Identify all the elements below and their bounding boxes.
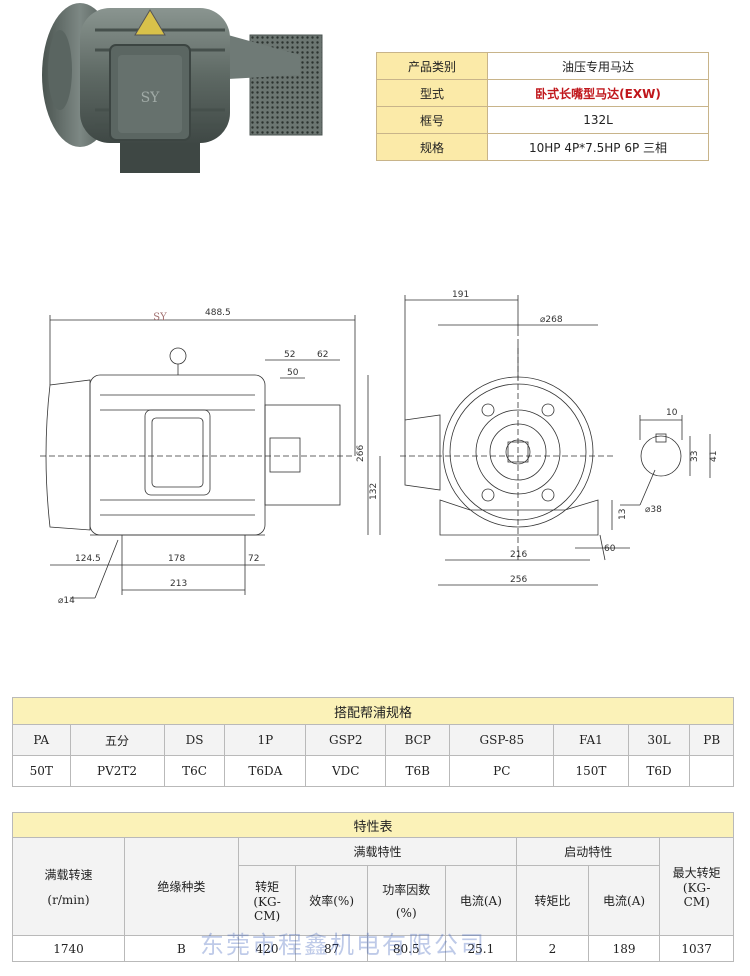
torque-label: 转矩	[255, 880, 280, 894]
spec-label: 型式	[376, 79, 488, 107]
spec-row: 产品类别 油压专用马达	[376, 52, 709, 80]
power-factor-header: 功率因数 (%)	[366, 865, 446, 936]
dim-label: 52	[284, 350, 295, 360]
pump-value: PV2T2	[69, 755, 165, 787]
dim-label: 178	[168, 554, 185, 564]
dim-label: 488.5	[205, 308, 231, 318]
max-torque-label: 最大转矩	[672, 866, 721, 880]
speed-unit: (r/min)	[47, 893, 90, 907]
char-value-row: 1740 B 420 87 80.5 25.1 2 189 1037	[12, 935, 734, 962]
drawing-badge: SY	[153, 312, 167, 323]
char-value: B	[123, 935, 239, 962]
char-value: 80.5	[366, 935, 446, 962]
dim-label: 33	[690, 451, 700, 462]
char-value: 2	[516, 935, 589, 962]
dim-label: 41	[709, 451, 719, 462]
speed-label: 满载转速	[44, 868, 93, 882]
spec-label: 框号	[376, 106, 488, 134]
spec-value: 卧式长嘴型马达(EXW)	[487, 79, 709, 107]
dim-label: ⌀268	[540, 315, 563, 325]
dim-label: 266	[356, 445, 366, 462]
dim-label: 72	[248, 554, 259, 564]
dimension-drawing: SY 488.5 52 62 50 266 132 124.5 178 72 2…	[40, 290, 719, 606]
spec-value: 132L	[487, 106, 709, 134]
dim-label: 60	[604, 544, 616, 554]
insulation-header: 绝缘种类	[123, 837, 239, 936]
dim-label: ⌀14	[58, 596, 75, 606]
pump-value: VDC	[305, 755, 387, 787]
photo-badge: SY	[141, 90, 161, 106]
pump-table: 搭配帮浦规格 PA 五分 DS 1P GSP2 BCP GSP-85 FA1 3…	[12, 697, 734, 787]
dim-label: 10	[666, 408, 678, 418]
pump-value: T6B	[385, 755, 451, 787]
pump-value	[689, 755, 734, 787]
dim-label: ⌀38	[645, 505, 662, 515]
current-header: 电流(A)	[444, 865, 518, 936]
spec-value: 10HP 4P*7.5HP 6P 三相	[487, 133, 709, 161]
pump-value: T6C	[163, 755, 226, 787]
dim-label: 216	[510, 550, 527, 560]
pump-header-row: PA 五分 DS 1P GSP2 BCP GSP-85 FA1 30L PB	[12, 724, 734, 756]
pump-header: GSP2	[305, 724, 387, 756]
spec-table: 产品类别 油压专用马达 型式 卧式长嘴型马达(EXW) 框号 132L 规格 1…	[376, 52, 709, 161]
pump-value: 50T	[12, 755, 71, 787]
pump-value: T6DA	[224, 755, 307, 787]
dim-label: 62	[317, 350, 328, 360]
torque-unit1: (KG-	[253, 895, 281, 909]
spec-label: 产品类别	[376, 52, 488, 80]
torque-ratio-header: 转矩比	[516, 865, 589, 936]
motor-photo: SY	[42, 3, 323, 173]
dim-label: 13	[618, 509, 628, 520]
max-torque-header: 最大转矩 (KG- CM)	[659, 837, 734, 936]
char-value: 189	[587, 935, 661, 962]
spec-row: 规格 10HP 4P*7.5HP 6P 三相	[376, 133, 709, 161]
dim-label: 191	[452, 290, 469, 300]
pump-header: 五分	[69, 724, 165, 756]
spec-label: 规格	[376, 133, 488, 161]
pump-header: GSP-85	[449, 724, 555, 756]
pump-value: 150T	[553, 755, 629, 787]
characteristics-table: 特性表 满载转速 (r/min) 绝缘种类 满载特性 启动特性 最大转矩 (KG…	[12, 812, 734, 962]
max-torque-unit1: (KG-	[682, 881, 711, 895]
max-torque-unit2: CM)	[683, 895, 710, 909]
efficiency-header: 效率(%)	[295, 865, 368, 936]
pump-header: 1P	[224, 724, 307, 756]
char-value: 25.1	[444, 935, 518, 962]
char-value: 420	[237, 935, 297, 962]
spec-row: 型式 卧式长嘴型马达(EXW)	[376, 79, 709, 107]
pump-value-row: 50T PV2T2 T6C T6DA VDC T6B PC 150T T6D	[12, 755, 734, 787]
char-table-title: 特性表	[12, 812, 734, 838]
dim-label: 124.5	[75, 554, 101, 564]
char-value: 87	[295, 935, 368, 962]
start-current-header: 电流(A)	[587, 865, 661, 936]
pump-header: BCP	[385, 724, 451, 756]
power-factor-label: 功率因数	[382, 883, 431, 897]
pump-value: T6D	[627, 755, 691, 787]
dim-label: 132	[369, 483, 379, 500]
char-value: 1740	[12, 935, 125, 962]
pump-table-title: 搭配帮浦规格	[12, 697, 734, 725]
torque-header: 转矩 (KG- CM)	[237, 865, 297, 936]
char-value: 1037	[659, 935, 734, 962]
pump-header: 30L	[627, 724, 691, 756]
pump-value: PC	[449, 755, 555, 787]
dim-label: 256	[510, 575, 527, 585]
dim-label: 213	[170, 579, 187, 589]
torque-unit2: CM)	[254, 909, 281, 923]
spec-value: 油压专用马达	[487, 52, 709, 80]
power-factor-unit: (%)	[395, 906, 417, 920]
pump-header: FA1	[553, 724, 629, 756]
pump-header: PB	[689, 724, 734, 756]
watermark: 东莞市程鑫机电有限公司	[200, 931, 486, 959]
start-header: 启动特性	[516, 837, 661, 866]
pump-header: DS	[163, 724, 226, 756]
pump-header: PA	[12, 724, 71, 756]
full-load-header: 满载特性	[237, 837, 518, 866]
spec-row: 框号 132L	[376, 106, 709, 134]
dim-label: 50	[287, 368, 299, 378]
speed-header: 满载转速 (r/min)	[12, 837, 125, 936]
